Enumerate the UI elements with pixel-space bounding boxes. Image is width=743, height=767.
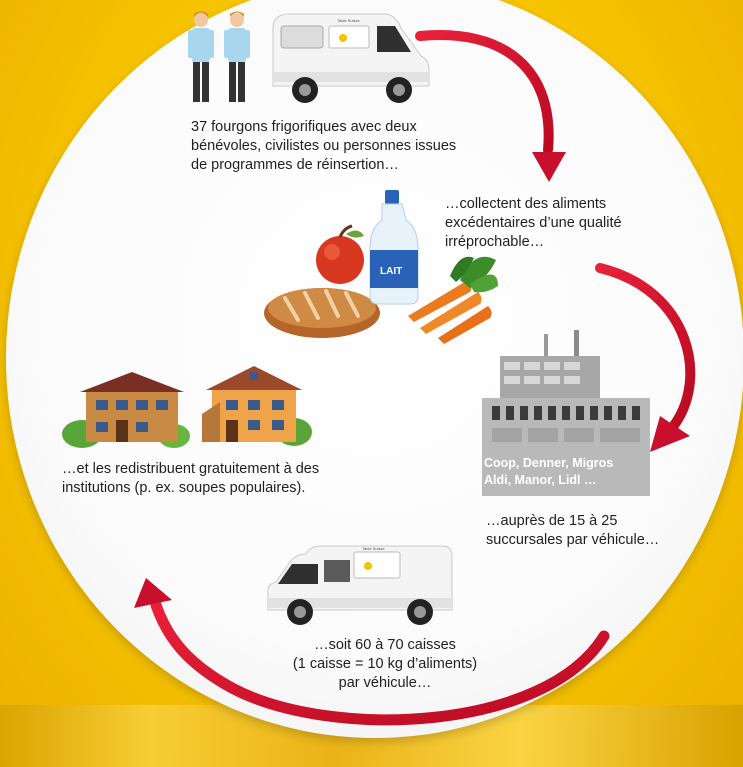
step-vans-volunteers-text: 37 fourgons frigorifiques avec deux béné… (191, 119, 457, 173)
arrow-bottom-head (134, 578, 172, 608)
apple-icon (316, 224, 364, 284)
arrow-right (595, 263, 696, 433)
houses-icon (62, 366, 312, 448)
arrow-top-right-head (532, 152, 566, 182)
bread-icon (264, 288, 380, 338)
svg-text:Table Suisse: Table Suisse (362, 546, 385, 551)
arrow-top-right (415, 30, 554, 155)
factory-icon (482, 330, 650, 496)
step-branches-text: …auprès de 15 à 25 succursales par véhic… (486, 513, 660, 548)
food-group: LAIT (264, 190, 498, 344)
volunteers-icon (188, 11, 250, 102)
milk-bottle-icon: LAIT (369, 190, 419, 305)
plate (6, 0, 743, 738)
arrow-right-head (650, 416, 690, 452)
van-icon: Table Suisse (267, 545, 453, 625)
step-redistribute-text: …et les redistribuent gratuitement à des… (62, 461, 320, 496)
van-icon: Table Suisse (272, 13, 430, 103)
arrow-bottom (150, 599, 610, 726)
step-collect-text: …collectent des aliments excédentaires d… (445, 196, 622, 250)
step-crates-text: …soit 60 à 70 caisses (1 caisse = 10 kg … (292, 637, 478, 691)
svg-text:LAIT: LAIT (380, 266, 402, 277)
svg-text:Table Suisse: Table Suisse (337, 18, 360, 23)
carrots-icon (408, 256, 498, 344)
store-names-label: Coop, Denner, Migros Aldi, Manor, Lidl … (484, 456, 614, 487)
